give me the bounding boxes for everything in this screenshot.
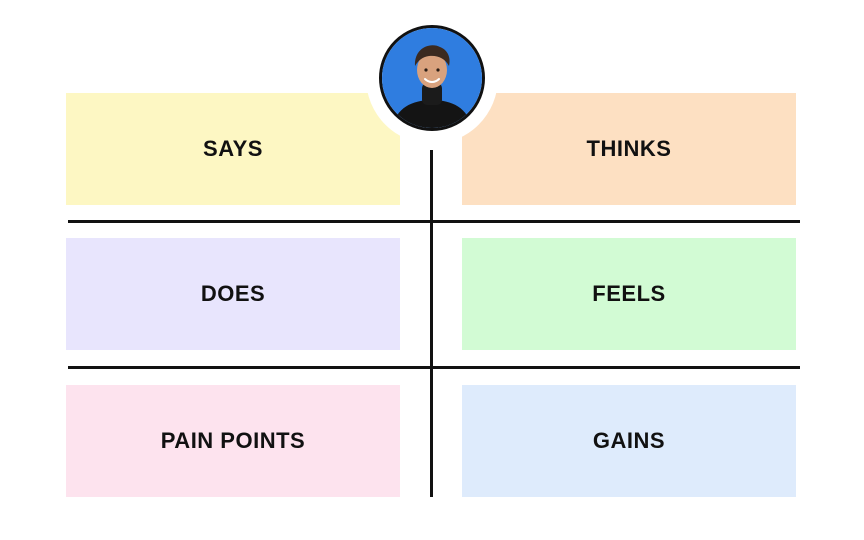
user-avatar-icon	[379, 25, 485, 131]
feels-label: FEELS	[592, 281, 666, 306]
pain-points-card: PAIN POINTS	[66, 385, 400, 497]
gains-card: GAINS	[462, 385, 796, 497]
does-label: DOES	[200, 281, 266, 306]
horizontal-divider-bottom	[68, 366, 800, 369]
says-label: SAYS	[203, 136, 263, 161]
vertical-divider	[430, 150, 433, 497]
pain-points-label: PAIN POINTS	[160, 428, 306, 453]
thinks-label: THINKS	[586, 136, 672, 161]
thinks-card: THINKS	[462, 93, 796, 205]
horizontal-divider-top	[68, 220, 800, 223]
does-card: DOES	[66, 238, 400, 350]
says-card: SAYS	[66, 93, 400, 205]
gains-label: GAINS	[592, 428, 666, 453]
feels-card: FEELS	[462, 238, 796, 350]
